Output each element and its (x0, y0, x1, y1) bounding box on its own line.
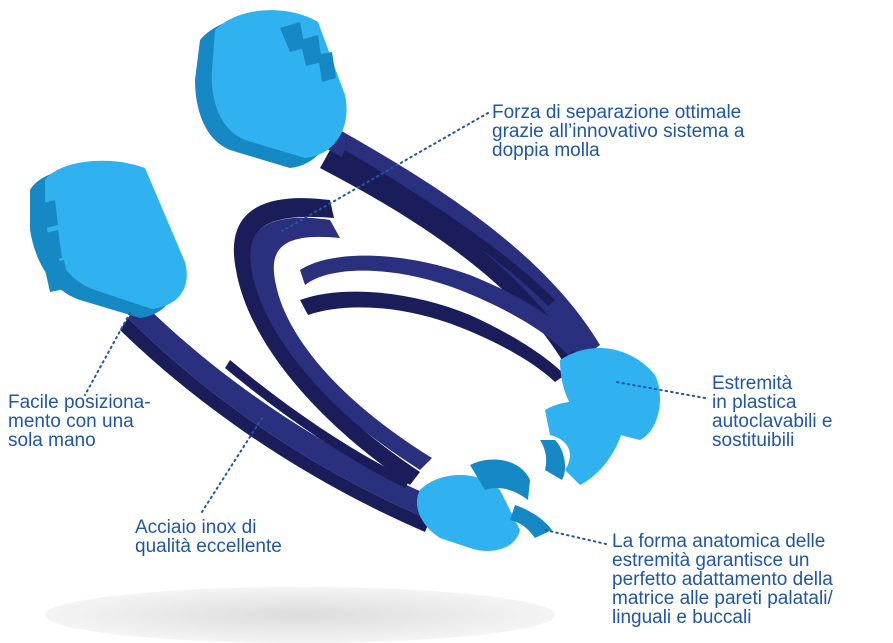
callout-line: sola mano (8, 430, 96, 451)
right-plastic-tip (540, 348, 660, 485)
callout-line: matrice alle pareti palatali/ (612, 588, 833, 609)
callout-line: Facile posiziona- (8, 392, 151, 413)
callout-line: Acciaio inox di (135, 517, 257, 538)
callout-line: Estremità (712, 373, 793, 394)
leader-lines (84, 112, 706, 545)
callout-plastic-tips: Estremità in plastica autoclavabili e so… (712, 374, 832, 450)
leader-anatomic-shape (544, 529, 607, 545)
callout-line: La forma anatomica delle (612, 531, 826, 552)
lower-plastic-tip (416, 459, 552, 551)
callout-line: linguali e buccali (612, 607, 752, 628)
callout-line: perfetto adattamento della (612, 569, 833, 590)
callout-line: grazie all’innovativo sistema a (492, 121, 745, 142)
callout-line: estremità garantisce un (612, 550, 810, 571)
leader-separation-force (281, 112, 489, 232)
callout-line: qualità eccellente (135, 536, 282, 557)
callout-line: in plastica (712, 392, 797, 413)
callout-separation-force: Forza di separazione ottimale grazie all… (492, 103, 744, 160)
callout-anatomic-shape: La forma anatomica delle estremità garan… (612, 532, 833, 627)
floor-shadow (45, 587, 555, 643)
callout-line: doppia molla (492, 140, 600, 161)
upper-plastic-grip (195, 10, 347, 168)
leader-plastic-tips (615, 381, 706, 399)
callout-line: Forza di separazione ottimale (492, 102, 742, 123)
left-plastic-grip (30, 160, 187, 318)
leader-positioning (84, 312, 131, 396)
callout-line: autoclavabili e (712, 411, 833, 432)
callout-line: sostituibili (712, 430, 795, 451)
steel-spring-ring (120, 120, 600, 532)
callout-positioning: Facile posiziona- mento con una sola man… (8, 393, 151, 450)
callout-line: mento con una (8, 411, 134, 432)
callout-steel: Acciaio inox di qualità eccellente (135, 518, 282, 556)
leader-steel (199, 417, 263, 516)
